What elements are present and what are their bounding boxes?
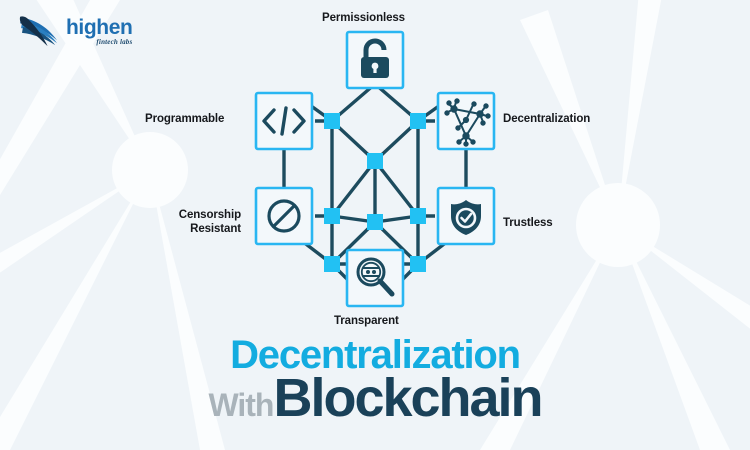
feature-box-transparent[interactable] — [345, 248, 405, 308]
feature-box-trustless[interactable] — [436, 186, 496, 246]
node-top-left — [324, 113, 340, 129]
prohibition-circle-icon — [267, 199, 301, 233]
blockchain-network-diagram — [254, 30, 496, 308]
brand-name: highen — [66, 15, 133, 39]
code-brackets-icon — [262, 106, 306, 136]
headline-line-1: Decentralization — [230, 333, 521, 377]
node-bottom-right — [410, 256, 426, 272]
brand-logo[interactable]: highen fintech labs — [18, 8, 158, 52]
feature-label-permissionless: Permissionless — [322, 12, 405, 24]
feature-box-programmable[interactable] — [254, 91, 314, 151]
headline-word-blockchain: Blockchain — [273, 368, 543, 428]
node-bottom-left — [324, 256, 340, 272]
feature-label-programmable: Programmable — [145, 113, 225, 125]
headline: Decentralization WithBlockchain — [0, 333, 750, 425]
boomerang-swoosh-logo-icon — [19, 16, 58, 47]
node-center-bottom — [367, 214, 383, 230]
feature-box-censorship-resistant[interactable] — [254, 186, 314, 246]
node-center-top — [367, 153, 383, 169]
brand-tagline: fintech labs — [96, 37, 133, 46]
brand-logo-text: highen fintech labs — [66, 15, 133, 46]
feature-label-transparent: Transparent — [334, 315, 399, 327]
shield-check-icon — [451, 200, 481, 235]
feature-label-trustless: Trustless — [503, 217, 553, 229]
feature-label-decentralization: Decentralization — [503, 113, 591, 125]
headline-word-with: With — [208, 387, 274, 423]
feature-box-decentralization[interactable] — [436, 91, 496, 151]
node-mid-left — [324, 208, 340, 224]
feature-label-censorship-resistant: Censorship Resistant — [178, 209, 241, 236]
node-mid-right — [410, 208, 426, 224]
node-top-right — [410, 113, 426, 129]
magnifier-icon — [356, 257, 395, 297]
network-nodes-icon — [444, 98, 491, 147]
open-padlock-icon — [361, 38, 389, 78]
feature-box-permissionless[interactable] — [345, 30, 405, 90]
diagram-inner-nodes — [324, 113, 426, 272]
headline-line-2: WithBlockchain — [0, 371, 750, 425]
